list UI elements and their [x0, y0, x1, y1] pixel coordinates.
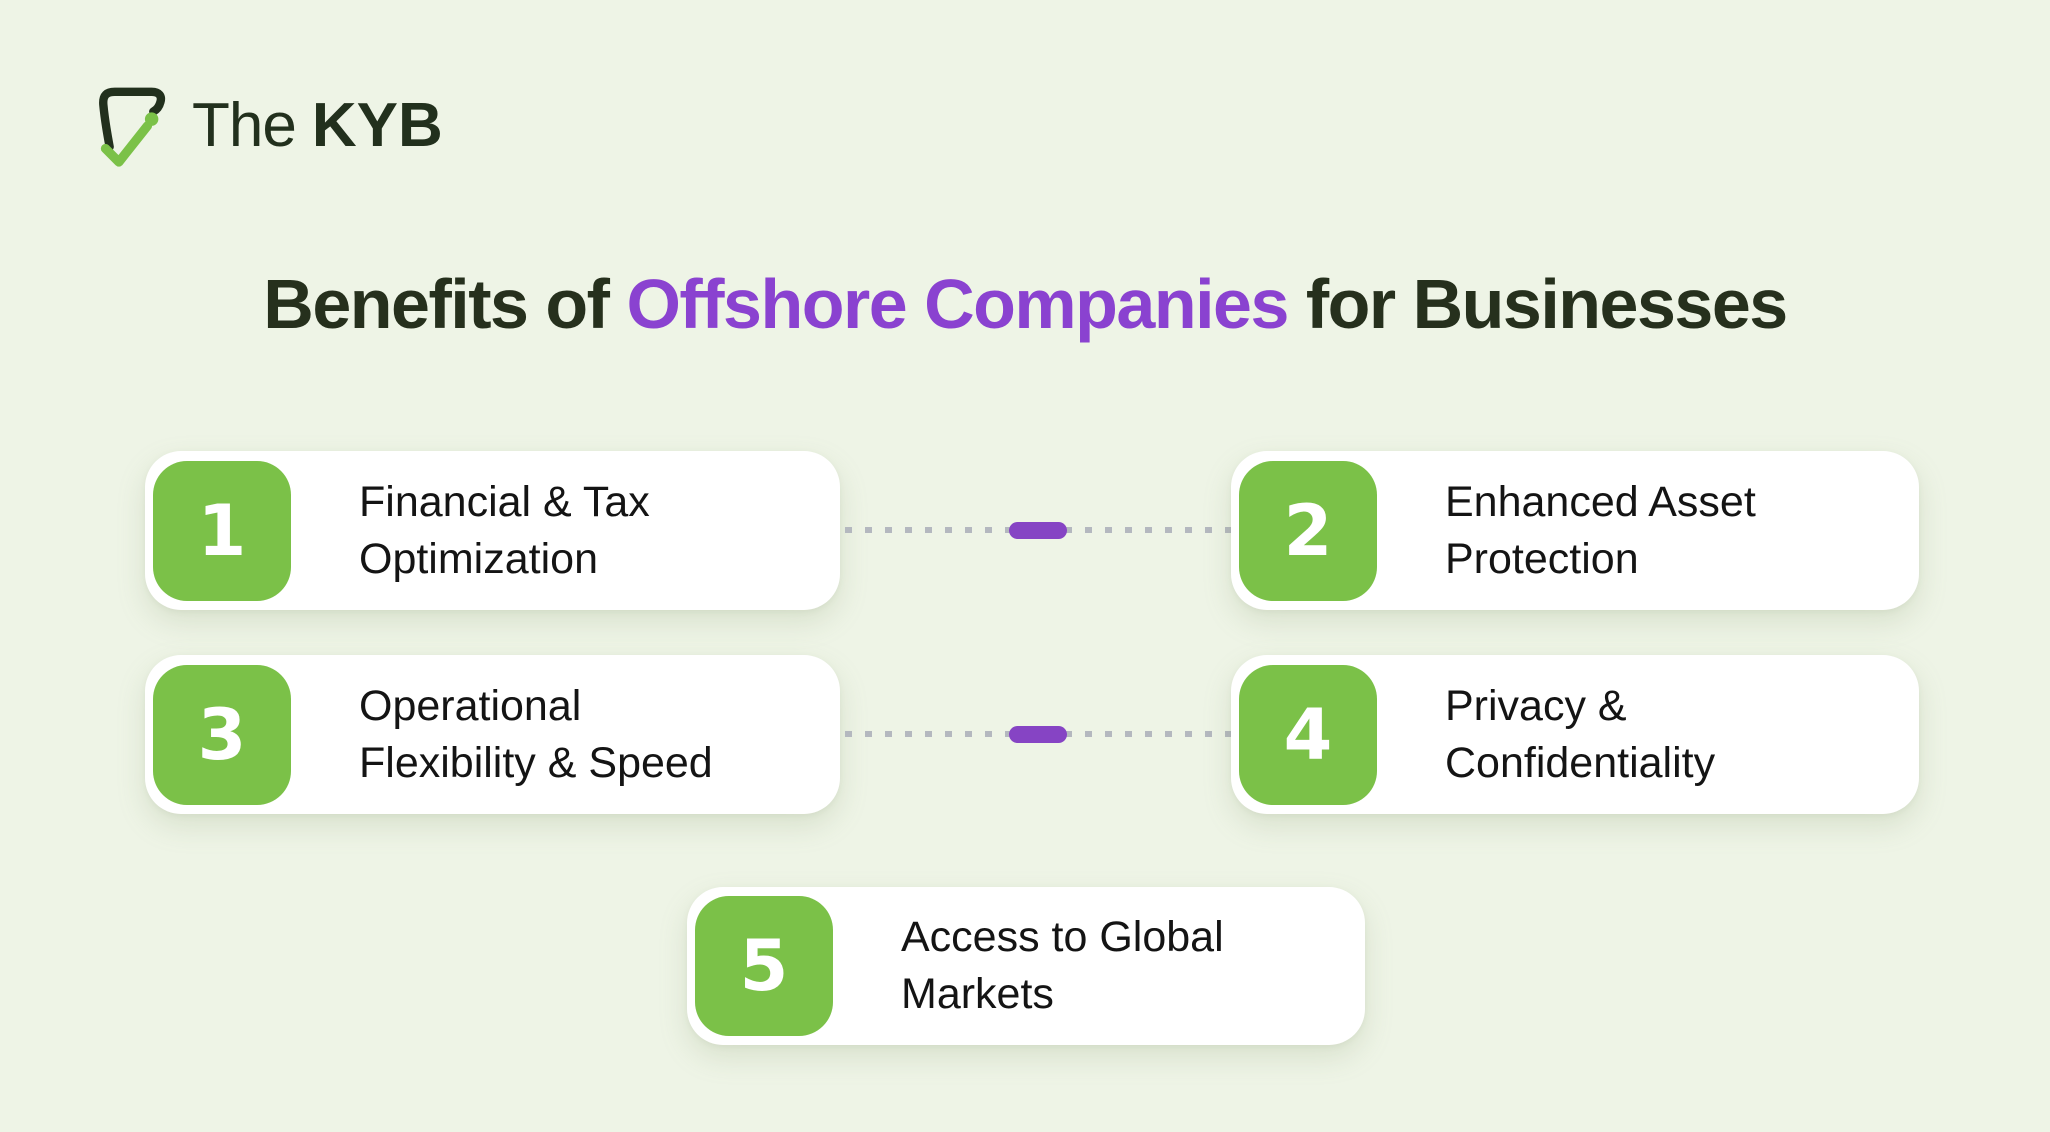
benefit-number-3: 3	[197, 693, 247, 776]
logo-word-kyb: KYB	[311, 90, 443, 160]
title-part-1: Benefits of	[263, 265, 627, 343]
dashed-connector-row1	[845, 521, 1231, 539]
dashed-connector-row2	[845, 725, 1231, 743]
benefit-label-4-line1: Privacy &	[1445, 681, 1627, 730]
connector-pill-row2	[1009, 725, 1067, 743]
benefit-label-5-line1: Access to Global	[901, 913, 1224, 961]
benefit-number-2: 2	[1283, 489, 1333, 572]
benefit-label-5-line2: Markets	[901, 970, 1054, 1018]
connector-pill-row1	[1009, 521, 1067, 539]
benefit-label-3-line2: Flexibility & Speed	[359, 738, 713, 787]
benefit-label-4: Privacy & Confidentiality	[1445, 678, 1715, 792]
benefit-label-4-line2: Confidentiality	[1445, 738, 1716, 787]
logo-word-the: The	[192, 90, 297, 160]
benefit-label-2-line1: Enhanced Asset	[1445, 477, 1756, 526]
benefit-number-badge-1: 1	[153, 460, 291, 601]
benefit-label-1-line1: Financial & Tax	[359, 477, 650, 526]
benefit-label-1-line2: Optimization	[359, 534, 598, 583]
benefit-label-2-line2: Protection	[1445, 534, 1639, 583]
title-part-2: for Businesses	[1287, 265, 1788, 343]
benefit-number-1: 1	[197, 489, 247, 572]
benefit-number-4: 4	[1283, 693, 1333, 776]
title-highlight: Offshore Companies	[626, 265, 1289, 343]
benefit-label-3-line1: Operational	[359, 681, 582, 730]
benefit-number-badge-4: 4	[1239, 664, 1377, 805]
page-title: Benefits of Offshore Companies for Busin…	[0, 262, 2050, 346]
benefit-number-badge-5: 5	[695, 896, 833, 1036]
benefit-card-4: 4 Privacy & Confidentiality	[1231, 655, 1919, 814]
benefit-number-badge-3: 3	[153, 664, 291, 805]
benefit-number-badge-2: 2	[1239, 460, 1377, 601]
kyb-shield-checkmark-icon	[99, 87, 166, 167]
benefit-number-5: 5	[739, 925, 789, 1007]
